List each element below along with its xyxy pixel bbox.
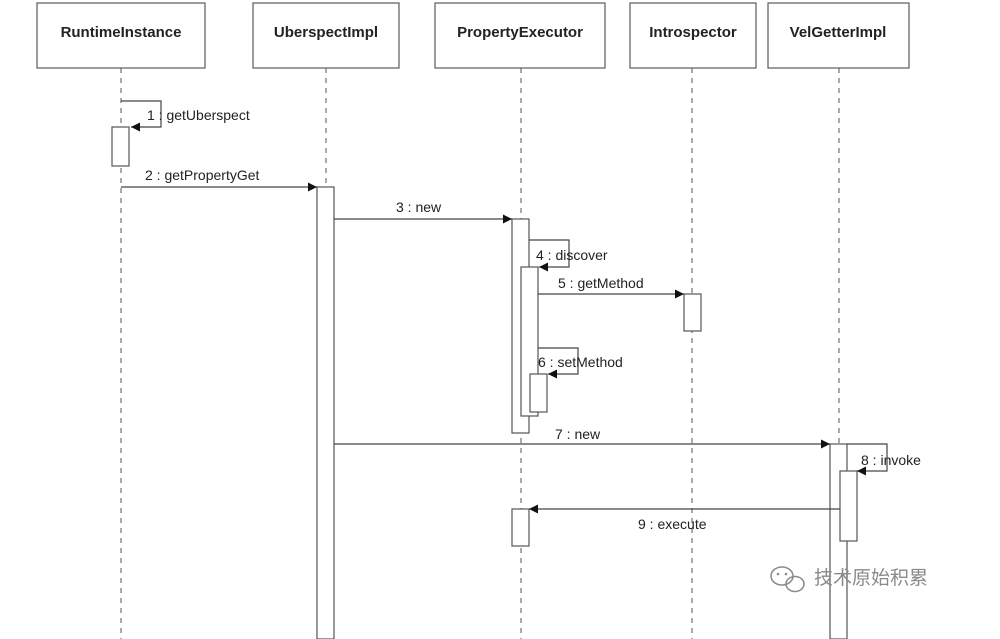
lifeline-runtimeinstance: RuntimeInstance xyxy=(36,2,206,69)
message-label: 9 : execute xyxy=(638,516,707,532)
activation-velgetterimpl-invoke xyxy=(839,470,858,542)
message-label: 5 : getMethod xyxy=(558,275,644,291)
activation-uberspectimpl xyxy=(316,186,335,639)
message-label: 6 : setMethod xyxy=(538,354,623,370)
message-2: 2 : getPropertyGet xyxy=(121,167,317,192)
activation-introspector xyxy=(683,293,702,332)
lifeline-title: PropertyExecutor xyxy=(457,24,583,41)
message-label: 1 : getUberspect xyxy=(147,107,250,123)
lifeline-propertyexecutor: PropertyExecutor xyxy=(434,2,606,69)
activation-runtimeinstance xyxy=(111,126,130,167)
wechat-icon xyxy=(770,566,805,593)
lifeline-title: RuntimeInstance xyxy=(61,24,182,41)
watermark: 技术原始积累 xyxy=(770,566,928,593)
lifeline-title: VelGetterImpl xyxy=(790,24,887,41)
message-8: 8 : invoke xyxy=(847,443,921,476)
watermark-text: 技术原始积累 xyxy=(814,567,928,589)
message-5: 5 : getMethod xyxy=(538,275,684,299)
message-label: 2 : getPropertyGet xyxy=(145,167,260,183)
message-label: 7 : new xyxy=(555,426,601,442)
message-9: 9 : execute xyxy=(529,504,840,532)
lifeline-title: Introspector xyxy=(649,24,737,41)
message-3: 3 : new xyxy=(334,199,512,224)
message-4: 4 : discover xyxy=(529,239,608,272)
message-label: 3 : new xyxy=(396,199,442,215)
activation-propertyexecutor-setmethod xyxy=(529,373,548,413)
lifeline-title: UberspectImpl xyxy=(274,24,378,41)
lifeline-velgetterimpl: VelGetterImpl xyxy=(767,2,910,69)
message-7: 7 : new xyxy=(334,426,830,449)
lifeline-uberspectimpl: UberspectImpl xyxy=(252,2,400,69)
message-1: 1 : getUberspect xyxy=(121,100,250,132)
lifeline-introspector: Introspector xyxy=(629,2,757,69)
activation-propertyexecutor-execute xyxy=(511,508,530,547)
message-label: 8 : invoke xyxy=(861,452,921,468)
message-label: 4 : discover xyxy=(536,247,608,263)
message-6: 6 : setMethod xyxy=(538,347,623,379)
